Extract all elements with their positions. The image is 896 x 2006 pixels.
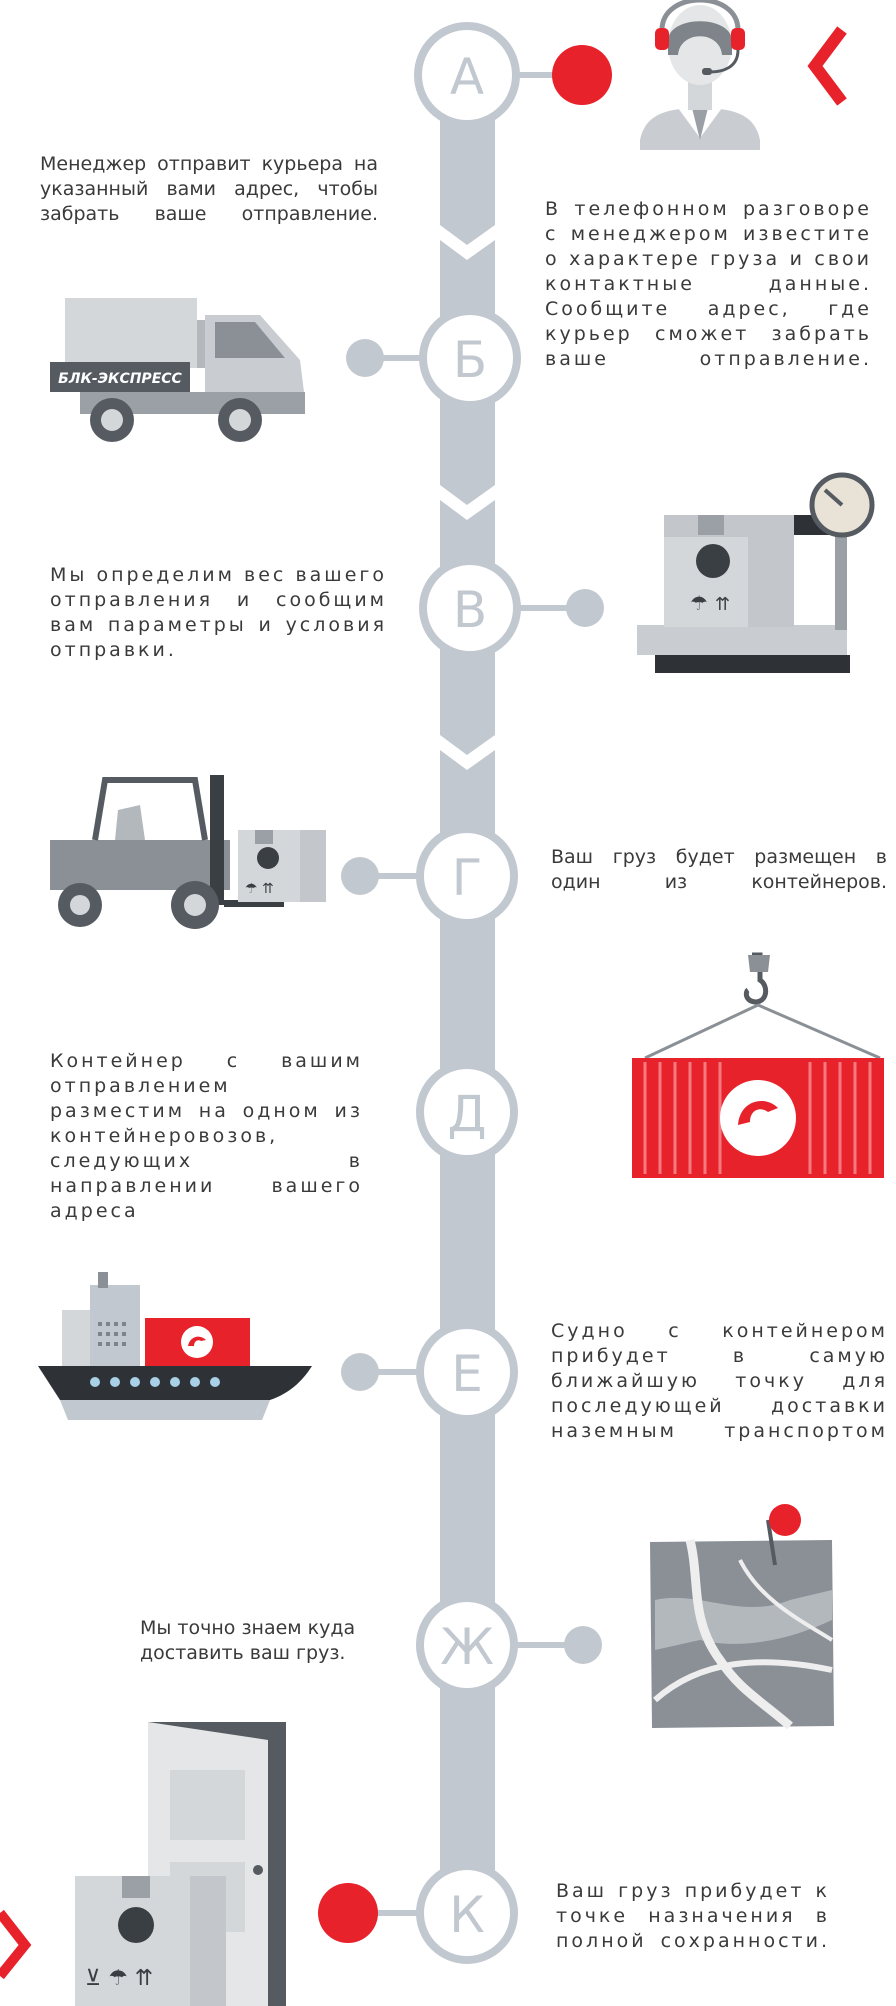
door-delivery-icon: ⊻ ☂ ⇈ [75,1722,286,2006]
step-letter: Г [452,849,483,907]
svg-text:⇈: ⇈ [715,594,730,615]
step-zh-description: Мы точно знаем куда доставить ваш груз. [140,1617,356,1664]
step-circle-g [416,825,518,927]
step-g-description: Ваш груз будет размещен в один из контей… [551,846,887,893]
step-letter: Б [453,331,487,389]
step-letters: А Б В Г Д Е Ж К [440,48,494,1944]
svg-text:⊻ ☂ ⇈: ⊻ ☂ ⇈ [85,1966,153,1991]
map-pin-icon [650,1504,834,1730]
step-a-description: В телефонном разговоре с менеджером изве… [545,198,872,370]
weighing-scale-icon: ☂ ⇈ [637,472,875,673]
step-circle-d [416,1061,518,1163]
step-letter: А [450,48,484,106]
step-letter: К [449,1886,485,1944]
container-ship-icon [38,1272,312,1420]
step-v-description: Мы определим вес вашего отправления и со… [50,564,387,661]
step-letter: Е [451,1345,483,1403]
step-circle-k [416,1862,518,1964]
step-circle-zh [416,1594,518,1696]
cargo-container-icon [632,952,884,1178]
step-letter: В [453,581,487,639]
step-d-description: Контейнер с вашим отправлением разместим… [50,1050,363,1222]
accent-dot [552,45,612,105]
svg-text:☂: ☂ [690,591,708,615]
step-k-description: Ваш груз прибудет к точке назначения в п… [556,1880,830,1952]
step-b-description: Менеджер отправит курьера на указанный в… [40,153,378,225]
step-circle-v [419,557,521,659]
svg-text:☂ ⇈: ☂ ⇈ [245,881,274,897]
step-circles [414,22,521,1964]
step-circle-a [414,22,520,128]
connectors [318,45,612,1943]
step-letter: Ж [440,1618,494,1676]
step-circle-b [419,307,521,409]
truck-brand-label: БЛК-ЭКСПРЕСС [58,371,182,387]
operator-headset-icon [640,0,760,150]
step-circle-e [416,1321,518,1423]
forklift-icon: ☂ ⇈ [50,775,326,929]
delivery-truck-icon: БЛК-ЭКСПРЕСС [50,298,305,442]
step-letter: Д [447,1085,486,1143]
step-e-description: Судно с контейнером прибудет в самую бли… [551,1320,888,1442]
